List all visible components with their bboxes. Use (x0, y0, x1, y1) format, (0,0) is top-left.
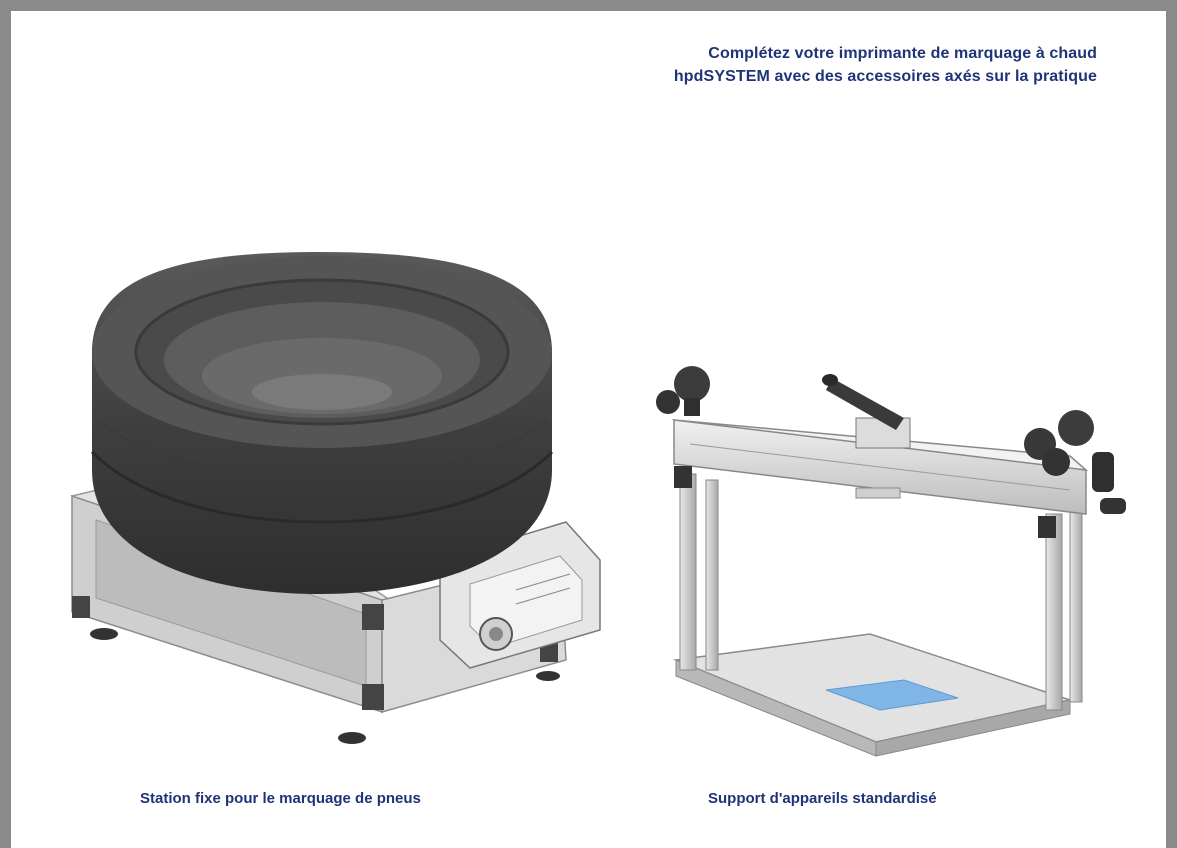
tire-marking-station-illustration (70, 252, 601, 744)
caption-device-holder: Support d'appareils standardisé (708, 790, 937, 807)
clamp-lever-icon (822, 374, 904, 430)
tire-illustration (90, 252, 554, 594)
caption-tire-marking-station: Station fixe pour le marquage de pneus (140, 790, 421, 807)
heading-line-2: hpdSYSTEM avec des accessoires axés sur … (673, 68, 1097, 85)
star-knob-icons (656, 366, 1126, 538)
device-holder-frame-illustration (656, 366, 1126, 757)
page-heading: Complétez votre imprimante de marquage à… (674, 42, 1097, 88)
holder-vertical-posts (679, 473, 1083, 711)
heading-line-1: Complétez votre imprimante de marquage à… (708, 45, 1097, 62)
holder-top-beam (672, 417, 1089, 515)
holder-bottom-plate (673, 633, 1073, 757)
